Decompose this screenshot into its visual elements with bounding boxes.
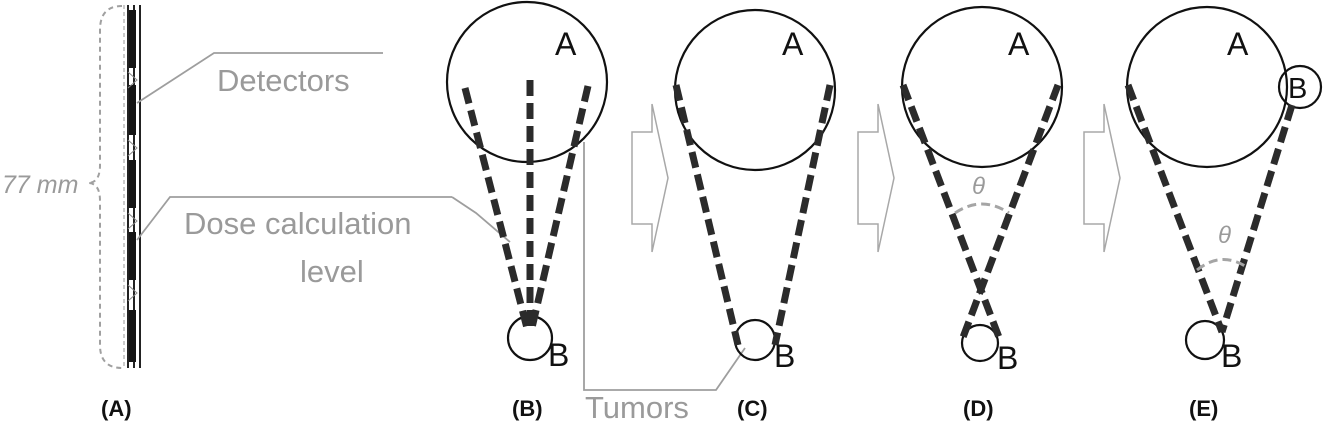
tumor-b	[960, 323, 1000, 363]
tumor-b-label: B	[774, 338, 795, 374]
panel-b: A B	[445, 0, 609, 373]
panel-d: θ A B	[899, 5, 1064, 376]
tumor-a-label: A	[782, 26, 804, 62]
tumor-b-label: B	[548, 337, 569, 373]
tumor-b-moved-label: B	[1288, 73, 1307, 105]
panel-caption-c: (C)	[737, 396, 768, 421]
theta-label: θ	[1218, 222, 1231, 249]
panel-caption-e: (E)	[1189, 396, 1218, 421]
panel-caption-a: (A)	[101, 396, 132, 421]
detector-element	[129, 10, 136, 68]
tumor-a-label: A	[1008, 26, 1030, 62]
dimension-label: 77 mm	[2, 171, 78, 199]
tumors-label: Tumors	[585, 390, 689, 425]
beam-2	[1218, 103, 1296, 334]
beam-1	[461, 87, 532, 333]
beam-1	[1124, 83, 1226, 334]
detector-array	[123, 5, 141, 368]
theta-label: θ	[972, 173, 985, 200]
tumor-b-moved	[1277, 64, 1323, 110]
detectors-leader	[136, 52, 383, 104]
tumor-b	[1184, 319, 1226, 361]
dose-level-leader	[136, 196, 452, 241]
detector-element	[129, 160, 136, 208]
beam-1	[672, 84, 742, 346]
tumor-b	[733, 318, 777, 362]
beam-2	[771, 84, 834, 346]
tumor-a-label: A	[1227, 26, 1249, 62]
angle-arc	[1196, 258, 1249, 272]
tumor-a	[673, 8, 837, 172]
panel-caption-d: (D)	[963, 396, 994, 421]
next-step-arrow	[631, 103, 669, 253]
tumor-b-label: B	[1221, 338, 1242, 374]
detector-element	[129, 232, 136, 280]
beam-1	[899, 83, 1004, 342]
detector-element	[129, 310, 136, 362]
panel-caption-b: (B)	[512, 396, 543, 421]
panel-e: θ A B B	[1124, 5, 1323, 374]
beam-3	[527, 85, 592, 333]
next-step-arrow	[1083, 103, 1121, 253]
tumor-b-label: B	[997, 340, 1018, 376]
tumor-a-label: A	[555, 26, 577, 62]
angle-arc	[954, 202, 1010, 215]
beam-2	[958, 83, 1062, 342]
dimension-brace	[87, 5, 123, 369]
tumor-a	[1125, 5, 1289, 169]
tumors-leader	[583, 142, 746, 391]
next-step-arrow	[857, 103, 895, 253]
panel-c: A B	[672, 8, 837, 374]
dose-level-label: Dose calculation	[184, 206, 411, 241]
detector-element	[129, 85, 136, 135]
detectors-label: Detectors	[217, 63, 350, 98]
dose-level-label-line2: level	[300, 254, 364, 289]
